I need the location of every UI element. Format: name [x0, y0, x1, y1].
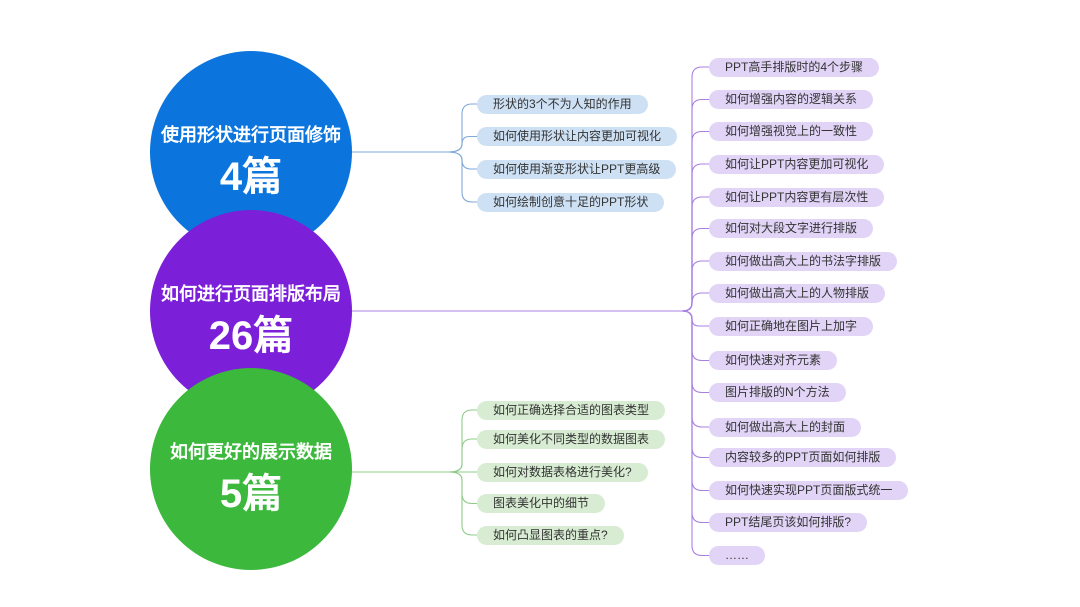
subtopic-connector [681, 227, 710, 312]
subtopic-connector [448, 438, 478, 473]
branch-title: 如何进行页面排版布局 [161, 284, 341, 304]
subtopic-connector [448, 471, 478, 505]
subtopic-pill: 如何使用形状让内容更加可视化 [477, 127, 678, 146]
subtopic-pill: 如何快速实现PPT页面版式统一 [709, 481, 909, 500]
subtopic-pill: 如何正确选择合适的图表类型 [477, 400, 666, 420]
subtopic-pill: 图片排版的N个方法 [709, 383, 846, 402]
subtopic-pill: 如何凸显图表的重点? [477, 525, 624, 545]
subtopic-pill: 如何快速对齐元素 [709, 351, 838, 370]
subtopic-pill: 如何做出高大上的书法字排版 [709, 251, 898, 271]
subtopic-connector [447, 135, 478, 153]
subtopic-connector [681, 196, 710, 312]
subtopic-connector [681, 310, 710, 459]
subtopic-connector [448, 409, 478, 473]
subtopic-connector [681, 66, 710, 312]
subtopic-pill: 如何增强视觉上的一致性 [709, 122, 874, 141]
branch-article-count: 26篇 [208, 314, 294, 358]
branch-article-count: 4篇 [219, 155, 283, 199]
subtopic-pill: 内容较多的PPT页面如何排版 [709, 448, 897, 467]
subtopic-pill: 如何做出高大上的人物排版 [709, 283, 886, 303]
branch-title: 如何更好的展示数据 [170, 442, 332, 462]
subtopic-connector [447, 151, 478, 203]
subtopic-connector [681, 310, 710, 492]
subtopic-connector [681, 130, 710, 312]
subtopic-connector [681, 260, 710, 312]
branch-node-data: 如何更好的展示数据 5篇 [150, 368, 352, 570]
subtopic-connector [681, 310, 710, 394]
subtopic-pill-more: …… [709, 546, 765, 565]
subtopic-pill: 如何做出高大上的封面 [709, 417, 862, 437]
subtopic-pill: 如何增强内容的逻辑关系 [709, 90, 874, 109]
subtopic-pill: 如何绘制创意十足的PPT形状 [477, 192, 665, 212]
subtopic-connector [448, 471, 478, 536]
subtopic-pill: 如何美化不同类型的数据图表 [477, 429, 666, 449]
subtopic-pill: 如何使用渐变形状让PPT更高级 [477, 159, 677, 179]
subtopic-connector [681, 310, 710, 557]
subtopic-pill: PPT高手排版时的4个步骤 [709, 57, 880, 77]
subtopic-pill: 如何正确地在图片上加字 [709, 316, 874, 336]
branch-article-count: 5篇 [219, 472, 283, 516]
subtopic-pill: 形状的3个不为人知的作用 [477, 94, 648, 114]
subtopic-connector [681, 292, 710, 312]
subtopic-pill: PPT结尾页该如何排版? [709, 513, 868, 532]
subtopic-pill: 如何让PPT内容更加可视化 [709, 154, 885, 174]
subtopic-connector [681, 310, 710, 428]
subtopic-pill: 如何对数据表格进行美化? [477, 462, 648, 482]
subtopic-pill: 如何对大段文字进行排版 [709, 219, 874, 238]
subtopic-pill: 如何让PPT内容更有层次性 [709, 187, 885, 207]
subtopic-connector [681, 310, 710, 362]
branch-title: 使用形状进行页面修饰 [161, 125, 341, 145]
subtopic-pill: 图表美化中的细节 [477, 494, 606, 513]
subtopic-connector [681, 163, 710, 312]
subtopic-connector [681, 310, 710, 327]
